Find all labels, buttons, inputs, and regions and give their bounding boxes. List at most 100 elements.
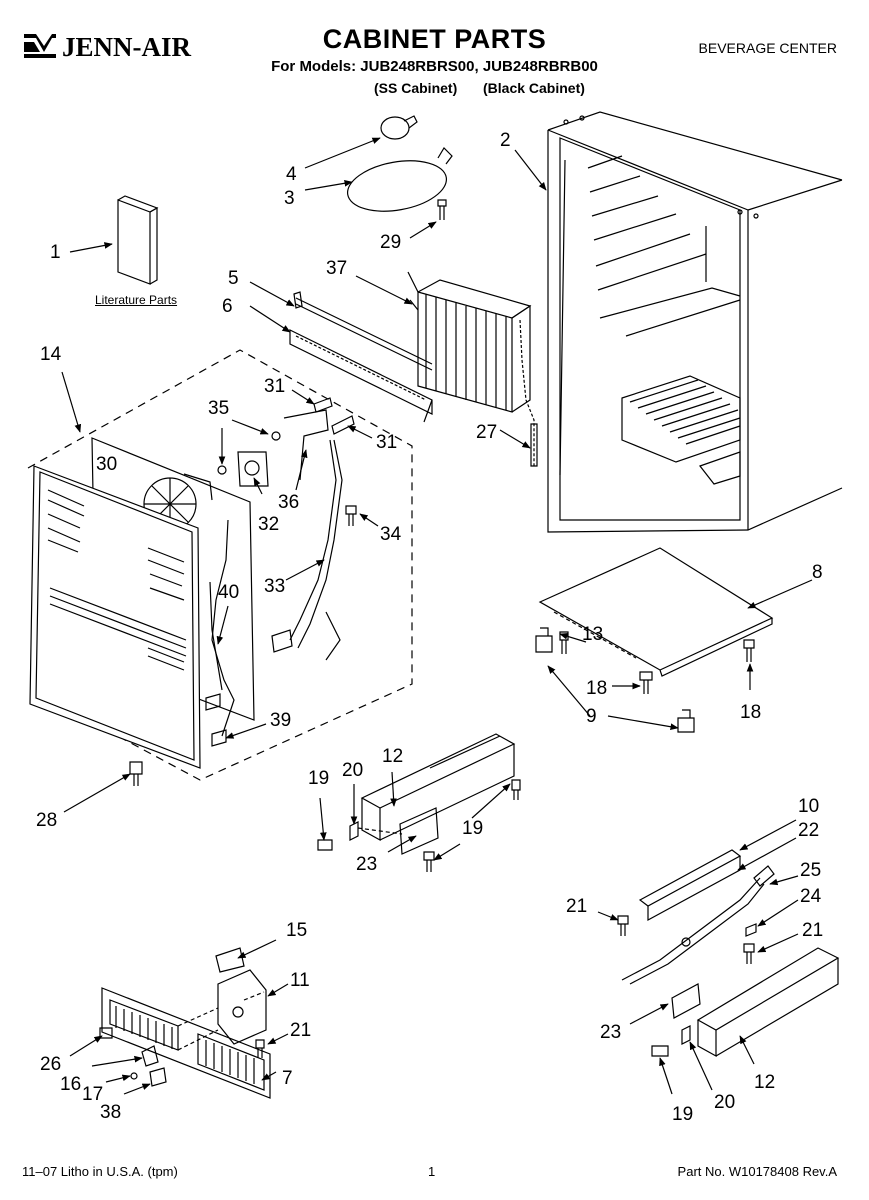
assembly-guides: [177, 611, 637, 1051]
callout-36: 36: [278, 492, 299, 513]
callout-37: 37: [326, 258, 347, 279]
callout-23a: 23: [356, 854, 377, 875]
screw-21c: [255, 1039, 265, 1058]
callout-29: 29: [380, 232, 401, 253]
bezel-38: [149, 1067, 167, 1087]
callout-15: 15: [286, 920, 307, 941]
screw-18b: [639, 671, 653, 694]
drain-heater: [519, 319, 538, 467]
callout-8: 8: [812, 562, 823, 583]
callout-9: 9: [586, 706, 597, 727]
callout-6: 6: [222, 296, 233, 317]
clip-20b: [681, 1025, 691, 1045]
screw-21b: [743, 943, 755, 964]
fan-motor: [237, 451, 269, 487]
fan-assembly-outline: [27, 349, 413, 781]
cabinet-black-label: (Black Cabinet): [483, 80, 585, 96]
air-channel: [289, 329, 433, 423]
front-panel: [29, 465, 201, 769]
callout-32: 32: [258, 514, 279, 535]
support-rod: [293, 291, 433, 371]
bracket-23b: [671, 983, 701, 1019]
literature-booklet: [117, 195, 159, 285]
leader-arrows: [61, 137, 813, 1095]
callout-3: 3: [284, 188, 295, 209]
callout-1: 1: [50, 242, 61, 263]
screw-26: [99, 1027, 113, 1039]
callout-20b: 20: [714, 1092, 735, 1113]
screw-28: [129, 761, 143, 786]
footer-print-info: 11–07 Litho in U.S.A. (tpm): [22, 1164, 178, 1179]
callout-21b: 21: [802, 920, 823, 941]
cabinet-shell: [547, 111, 843, 533]
heater-bracket: [638, 849, 742, 922]
callout-11: 11: [290, 970, 310, 991]
callout-18b: 18: [740, 702, 761, 723]
callout-21c: 21: [290, 1020, 311, 1041]
callout-22: 22: [798, 820, 819, 841]
callout-2: 2: [500, 130, 511, 151]
callout-34: 34: [380, 524, 402, 545]
screw-19a: [317, 839, 333, 851]
callout-5: 5: [228, 268, 239, 289]
callout-14: 14: [40, 344, 62, 365]
literature-parts-label: Literature Parts: [95, 293, 178, 307]
footer-part-number: Part No. W10178408 Rev.A: [677, 1164, 837, 1179]
callout-18a: 18: [586, 678, 607, 699]
callout-13: 13: [582, 624, 603, 645]
page-title: CABINET PARTS: [322, 24, 547, 54]
footer-page-number: 1: [428, 1164, 436, 1179]
light-cover: [346, 147, 453, 212]
callout-35: 35: [208, 398, 229, 419]
callout-23b: 23: [600, 1022, 621, 1043]
callout-16: 16: [60, 1074, 81, 1095]
washer-17: [130, 1072, 138, 1080]
callout-40: 40: [218, 582, 239, 603]
clip-20a: [349, 821, 359, 841]
grommet-35: [217, 431, 281, 475]
light-bulb: [380, 115, 418, 140]
callout-38: 38: [100, 1102, 121, 1123]
screw-34: [345, 505, 357, 526]
screw-19c: [423, 851, 435, 872]
jenn-air-emblem-icon: [24, 34, 56, 58]
leveling-foot-a: [535, 627, 553, 653]
screw-19b: [511, 779, 521, 800]
callout-10: 10: [798, 796, 819, 817]
kick-rail: [360, 733, 516, 842]
screw-29: [437, 199, 447, 220]
models-line: For Models: JUB248RBRS00, JUB248RBRB00: [271, 58, 598, 75]
base-plate: [538, 547, 774, 677]
callout-33: 33: [264, 576, 285, 597]
callout-27: 27: [476, 422, 497, 443]
logo-wordmark: JENN-AIR: [62, 32, 192, 62]
screw-18c: [743, 639, 755, 662]
category-label: BEVERAGE CENTER: [698, 40, 837, 56]
callout-25: 25: [800, 860, 821, 881]
callout-12a: 12: [382, 746, 403, 767]
callout-24: 24: [800, 886, 822, 907]
callout-26: 26: [40, 1054, 61, 1075]
clip-24: [745, 923, 757, 937]
switch-housing: [217, 969, 267, 1045]
callout-17: 17: [82, 1084, 103, 1105]
callout-28: 28: [36, 810, 57, 831]
callout-20a: 20: [342, 760, 363, 781]
callout-19b: 19: [462, 818, 483, 839]
callout-31b: 31: [376, 432, 397, 453]
screw-21a: [617, 915, 629, 936]
jenn-air-logo: JENN-AIR: [24, 32, 192, 62]
knob-16: [141, 1045, 159, 1067]
callout-12b: 12: [754, 1072, 775, 1093]
callout-19c: 19: [672, 1104, 693, 1125]
screw-31b: [331, 415, 355, 435]
leveling-foot-b: [677, 709, 695, 733]
callout-31a: 31: [264, 376, 285, 397]
callout-39: 39: [270, 710, 291, 731]
power-cord: [621, 865, 775, 985]
callout-30: 30: [96, 454, 117, 475]
screw-19d: [651, 1045, 669, 1057]
cabinet-ss-label: (SS Cabinet): [374, 80, 458, 96]
toe-grille: [101, 987, 271, 1099]
